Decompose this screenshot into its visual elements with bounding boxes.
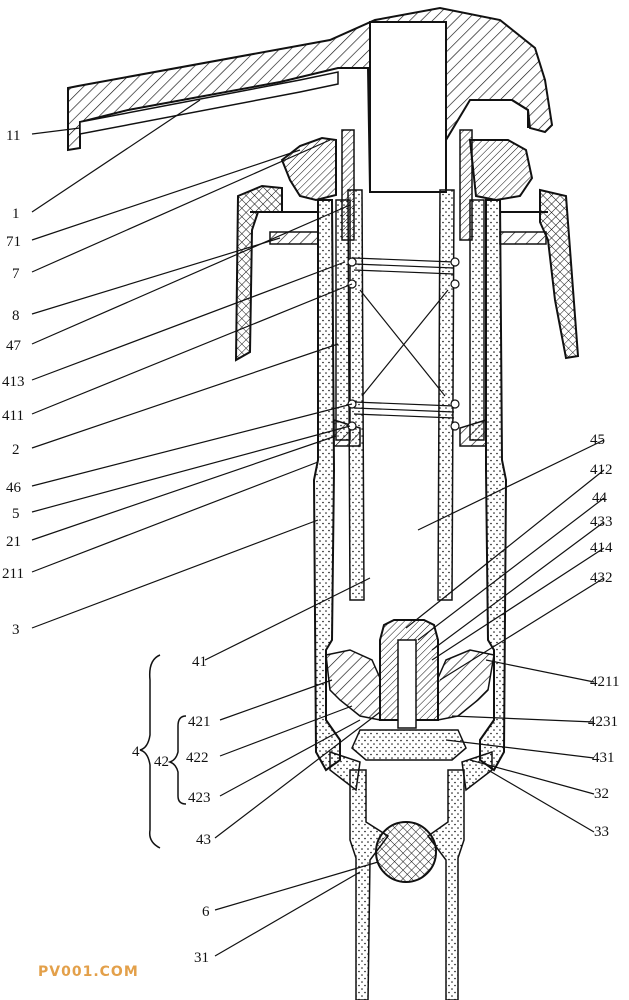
label-46: 46: [6, 480, 22, 496]
label-32: 32: [594, 786, 609, 802]
label-421: 421: [188, 714, 211, 730]
piston-stem: [341, 129, 473, 601]
label-4211: 4211: [590, 674, 619, 690]
label-411: 411: [2, 408, 24, 424]
label-41: 41: [192, 654, 207, 670]
label-7: 7: [12, 266, 20, 282]
label-413: 413: [2, 374, 25, 390]
label-47: 47: [6, 338, 22, 354]
closure-collar: [234, 136, 580, 362]
label-414: 414: [590, 540, 613, 556]
label-4231: 4231: [588, 714, 618, 730]
return-spring: [347, 257, 460, 431]
watermark: PV001.COM: [38, 964, 139, 980]
label-3: 3: [12, 622, 20, 638]
label-33: 33: [594, 824, 609, 840]
label-44: 44: [592, 490, 608, 506]
label-42: 42: [154, 754, 169, 770]
label-4: 4: [132, 744, 140, 760]
label-211: 211: [2, 566, 24, 582]
label-432: 432: [590, 570, 613, 586]
leader-lines: [31, 99, 605, 957]
label-433: 433: [590, 514, 613, 530]
label-5: 5: [12, 506, 20, 522]
label-31: 31: [194, 950, 209, 966]
actuator-head: [67, 6, 554, 193]
label-45: 45: [590, 432, 605, 448]
label-423: 423: [188, 790, 211, 806]
label-43: 43: [196, 832, 211, 848]
label-71: 71: [6, 234, 21, 250]
label-11: 11: [6, 128, 20, 144]
part-labels: 11 1 71 7 8 47 413 411 2 46 5 21 211 3 4…: [2, 128, 619, 966]
valve-housing: [349, 769, 465, 1000]
label-6: 6: [202, 904, 210, 920]
brace-42: [167, 715, 187, 805]
label-431: 431: [592, 750, 615, 766]
label-8: 8: [12, 308, 20, 324]
label-21: 21: [6, 534, 21, 550]
label-422: 422: [186, 750, 209, 766]
label-412: 412: [590, 462, 613, 478]
brace-4: [139, 654, 161, 849]
piston-assembly: [325, 619, 495, 792]
label-2: 2: [12, 442, 20, 458]
valve-ball: [375, 821, 437, 883]
label-1: 1: [12, 206, 20, 222]
